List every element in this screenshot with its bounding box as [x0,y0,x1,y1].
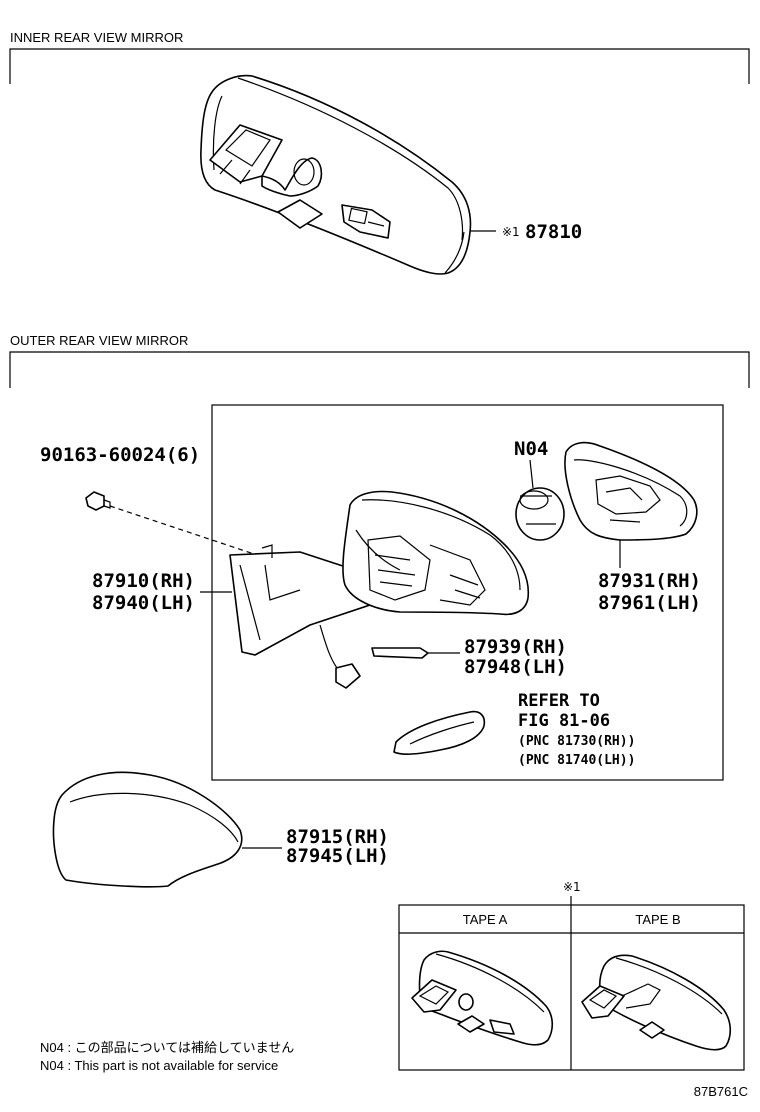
tape-b-header: TAPE B [635,912,680,927]
inner-section-title: INNER REAR VIEW MIRROR [10,30,183,45]
note-en: N04 : This part is not available for ser… [40,1058,278,1073]
n04-motor-drawing [515,487,565,541]
outer-cover-drawing [52,771,243,888]
inner-mirror-drawing [200,74,472,275]
part-n04: N04 [514,438,548,460]
part-87961-lh: 87961(LH) [598,592,701,614]
figure-code: 87B761C [694,1084,748,1099]
leader-n04 [529,459,534,489]
part-90163-60024: 90163-60024(6) [40,444,200,466]
bolt-drawing [85,491,111,511]
part-87931-rh: 87931(RH) [598,570,701,592]
part-87948-lh: 87948(LH) [464,656,567,678]
part-87910-rh: 87910(RH) [92,570,195,592]
mirror-assembly-drawing [229,490,530,689]
tape-a-mirror-drawing [411,950,554,1046]
turn-signal-drawing [393,710,486,755]
outer-section-title: OUTER REAR VIEW MIRROR [10,333,188,348]
pnc-81740-lh: (PNC 81740(LH)) [518,753,635,768]
refer-fig-label: FIG 81-06 [518,711,610,731]
note-jp: N04 : この部品については補給していません [40,1040,294,1055]
part-87915-rh: 87915(RH) [286,826,389,848]
outer-section-bracket [9,351,750,388]
inner-mirror-note-mark: ※1 [502,225,520,239]
bolt-dash-line [109,505,273,561]
tape-a-header: TAPE A [463,912,508,927]
tape-table-mark: ※1 [563,880,581,894]
small-cover-drawing [371,647,429,659]
pnc-81730-rh: (PNC 81730(RH)) [518,734,635,749]
part-87945-lh: 87945(LH) [286,845,389,867]
tape-b-mirror-drawing [581,954,732,1051]
part-87940-lh: 87940(LH) [92,592,195,614]
part-87939-rh: 87939(RH) [464,636,567,658]
inner-section-bracket [9,48,750,84]
part-87810: 87810 [525,221,582,243]
refer-to-label: REFER TO [518,691,600,711]
mirror-glass-drawing [564,441,698,541]
